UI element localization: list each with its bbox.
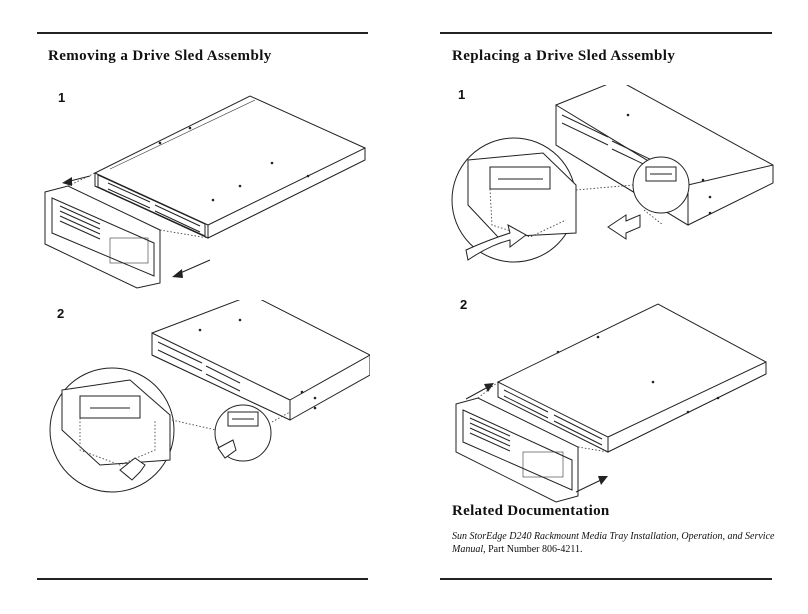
top-rule-left	[37, 32, 368, 34]
bottom-rule-right	[440, 578, 772, 580]
part-number: , Part Number 806-4211.	[483, 544, 583, 555]
removing-title: Removing a Drive Sled Assembly	[48, 48, 272, 64]
replace-step-2-label: 2	[460, 297, 468, 312]
related-citation: Sun StorEdge D240 Rackmount Media Tray I…	[452, 530, 792, 556]
bottom-rule-left	[37, 578, 368, 580]
remove-step-2-illustration	[40, 300, 370, 520]
related-documentation: Related Documentation Sun StorEdge D240 …	[452, 503, 792, 556]
replace-step-2-illustration	[448, 292, 778, 507]
replace-step-1-illustration	[448, 85, 778, 275]
remove-step-1-label: 1	[58, 90, 66, 105]
manual-title: Sun StorEdge D240 Rackmount Media Tray I…	[452, 531, 775, 555]
remove-step-1-illustration	[40, 88, 370, 293]
top-rule-right	[440, 32, 772, 34]
replacing-title: Replacing a Drive Sled Assembly	[452, 48, 676, 64]
remove-step-2-label: 2	[57, 306, 65, 321]
related-heading: Related Documentation	[452, 503, 610, 519]
replace-step-1-label: 1	[458, 87, 466, 102]
